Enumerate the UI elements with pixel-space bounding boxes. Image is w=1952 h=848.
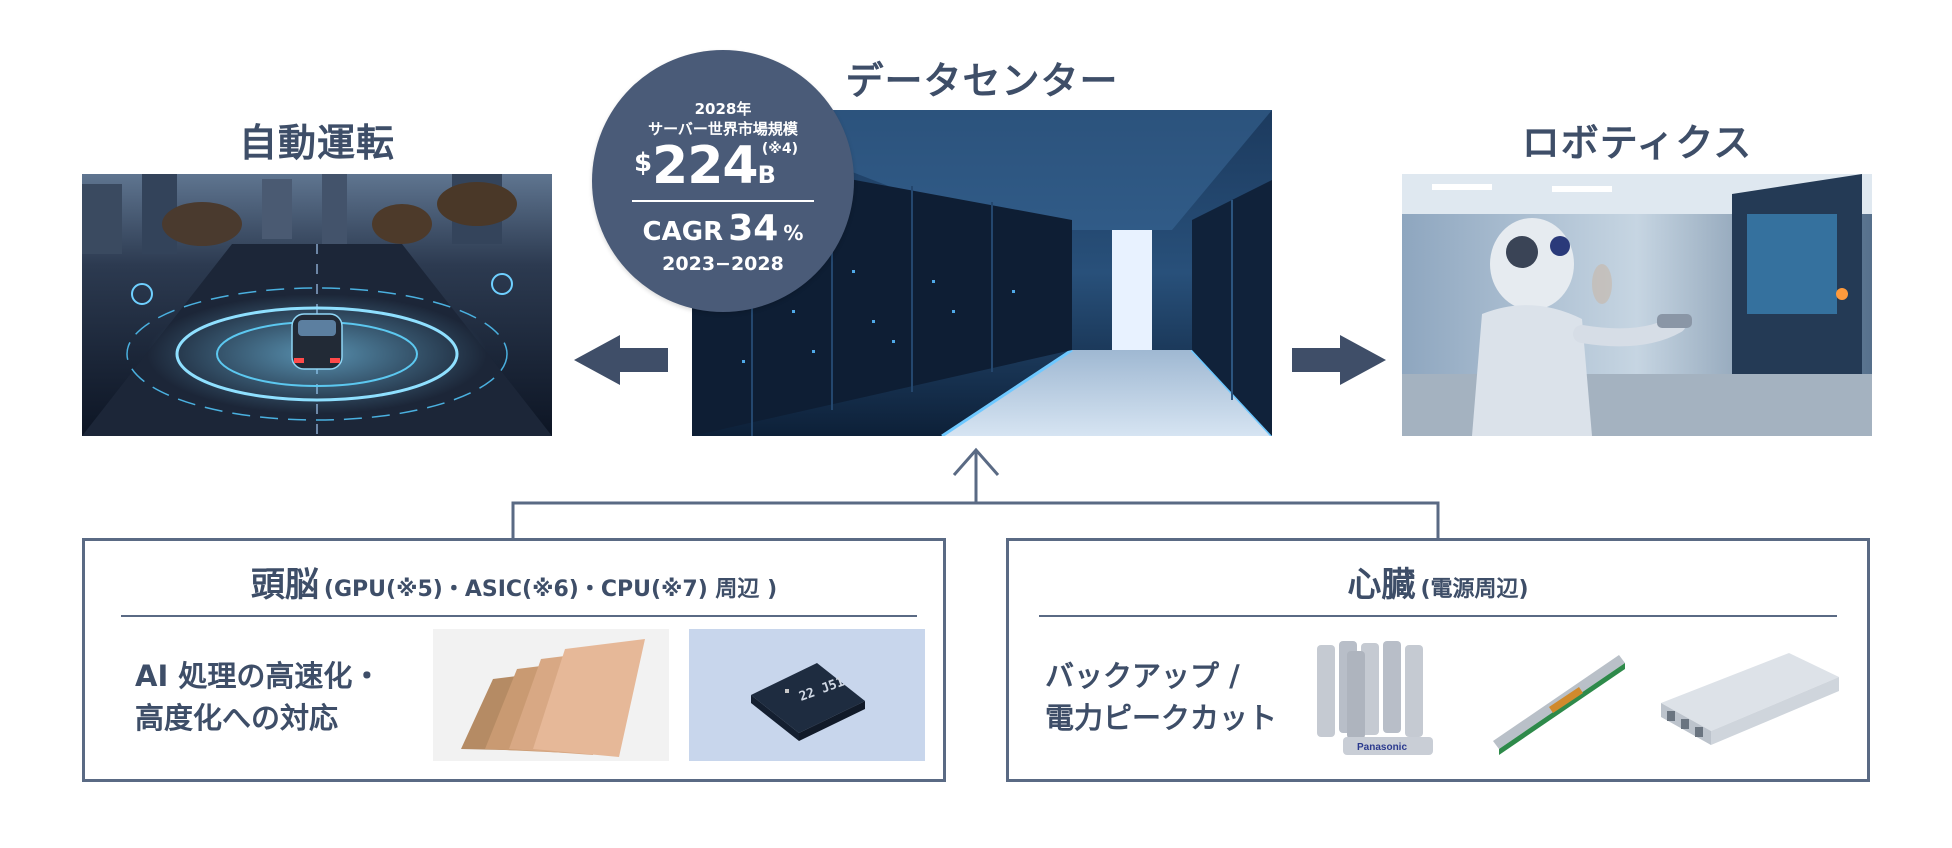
market-year-label: 2028年 — [694, 100, 752, 118]
cagr-unit: % — [783, 221, 804, 245]
heart-description-line1: バックアップ / — [1045, 659, 1240, 693]
heading-autonomous-driving: 自動運転 — [238, 121, 395, 165]
battery-brand-label: Panasonic — [1357, 742, 1407, 753]
heart-title: 心臓 (電源周辺) — [1009, 557, 1867, 606]
market-unit: B — [757, 161, 776, 189]
brain-description: AI 処理の高速化・ 高度化への対応 — [135, 655, 381, 739]
market-value: 224 — [652, 136, 759, 196]
brain-title-sub: (GPU(※5)・ASIC(※6)・CPU(※7) 周辺 ) — [323, 577, 778, 602]
cagr-period: 2023−2028 — [662, 253, 784, 275]
market-footnote: (※4) — [761, 141, 799, 157]
brain-description-line1: AI 処理の高速化・ — [135, 659, 382, 693]
brain-divider — [121, 615, 917, 617]
heart-divider — [1039, 615, 1837, 617]
heading-robotics: ロボティクス — [1521, 121, 1753, 165]
server-market-bubble: 2028年 サーバー世界市場規模 $224B (※4) CAGR 34 % 202… — [592, 50, 854, 312]
market-currency: $ — [633, 148, 653, 178]
left-arrow-icon — [574, 335, 668, 385]
heart-description-line2: 電力ピークカット — [1045, 701, 1278, 735]
heart-description: バックアップ / 電力ピークカット — [1045, 655, 1277, 739]
cagr-value-row: CAGR 34 % — [592, 208, 854, 249]
bracket-connector — [511, 501, 1440, 540]
power-supply-image — [1649, 637, 1845, 765]
heart-title-sub: (電源周辺) — [1420, 577, 1529, 602]
brain-description-line2: 高度化への対応 — [135, 701, 339, 735]
cagr-value: 34 — [728, 208, 779, 249]
market-description-label: サーバー世界市場規模 — [648, 120, 798, 138]
cagr-label: CAGR — [642, 217, 724, 247]
bubble-divider — [632, 200, 814, 202]
brain-box: 頭脳 (GPU(※5)・ASIC(※6)・CPU(※7) 周辺 ) AI 処理の… — [82, 538, 946, 782]
substrate-image — [433, 629, 669, 761]
autonomous-driving-image — [82, 174, 552, 436]
market-size-value: $224B (※4) — [592, 136, 854, 196]
battery-module-image — [1479, 637, 1629, 765]
robotics-image — [1402, 174, 1872, 436]
battery-image: Panasonic — [1309, 637, 1459, 765]
right-arrow-icon — [1292, 335, 1386, 385]
heading-data-center: データセンター — [845, 59, 1119, 103]
heart-title-main: 心臓 — [1347, 565, 1416, 605]
brain-title-main: 頭脳 — [250, 565, 319, 605]
chip-image: 22 J51 — [689, 629, 925, 761]
heart-box: 心臓 (電源周辺) バックアップ / 電力ピークカット Panasonic — [1006, 538, 1870, 782]
brain-title: 頭脳 (GPU(※5)・ASIC(※6)・CPU(※7) 周辺 ) — [85, 557, 943, 606]
